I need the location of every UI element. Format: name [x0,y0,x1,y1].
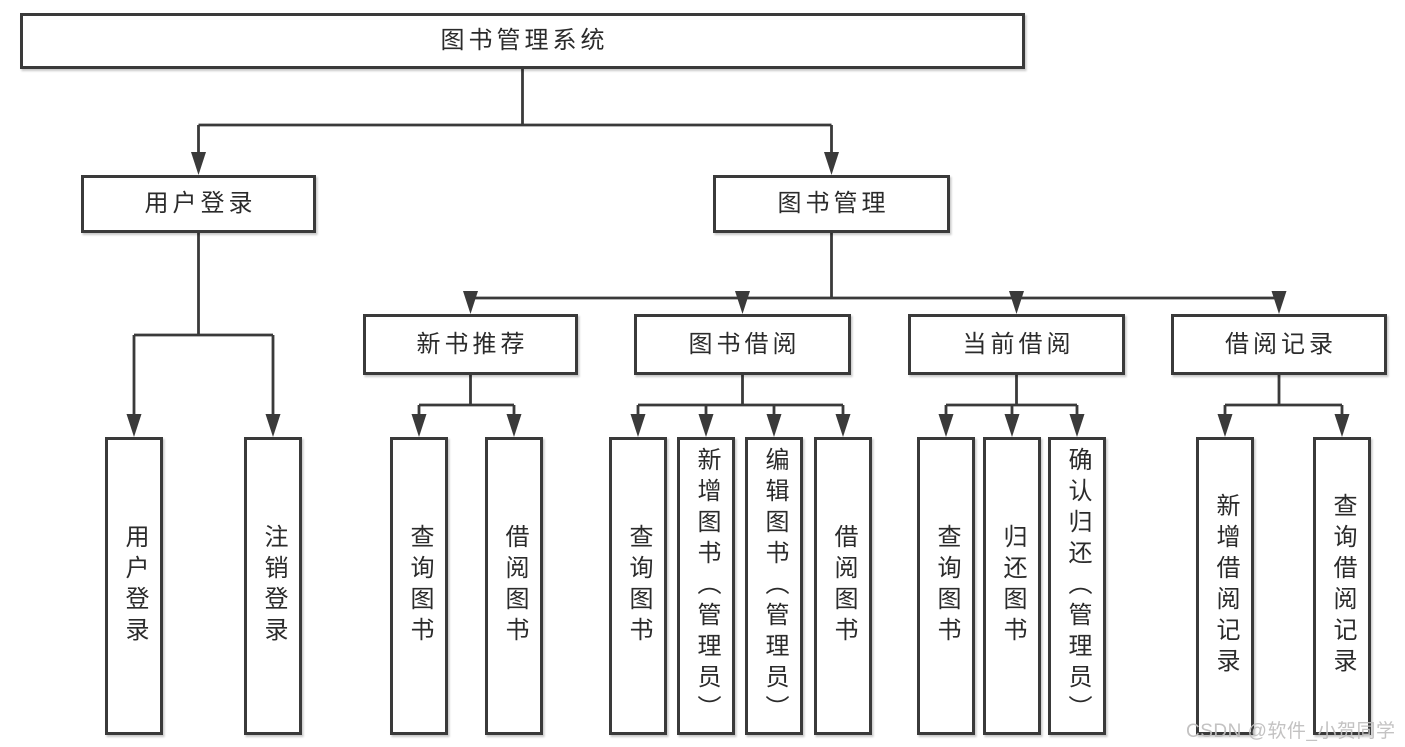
leaf-user-login-label: 用户登录 [121,524,148,648]
leaf-edit-books-admin-label: 编辑图书（管理员） [761,446,788,726]
node-book-borrowing: 图书借阅 [634,314,851,375]
node-root-system: 图书管理系统 [20,13,1025,69]
leaf-add-borrow-record: 新增借阅记录 [1196,437,1254,735]
node-user-login: 用户登录 [81,175,316,233]
leaf-borrow-books-recommend: 借阅图书 [485,437,543,735]
leaf-add-books-admin-label: 新增图书（管理员） [693,446,720,726]
watermark: CSDN @软件_小贺同学 [1186,721,1396,742]
leaf-borrow-books-recommend-label: 借阅图书 [501,524,528,648]
leaf-borrow-books-borrowing: 借阅图书 [814,437,872,735]
leaf-confirm-return-admin-label: 确认归还（管理员） [1064,446,1091,726]
node-book-management-label: 图书管理 [777,190,890,217]
leaf-query-books-borrowing: 查询图书 [609,437,667,735]
leaf-confirm-return-admin: 确认归还（管理员） [1048,437,1106,735]
leaf-logout-label: 注销登录 [260,524,287,648]
node-new-book-recommendation: 新书推荐 [363,314,578,375]
leaf-query-books-current-label: 查询图书 [933,524,960,648]
leaf-borrow-books-borrowing-label: 借阅图书 [830,524,857,648]
leaf-edit-books-admin: 编辑图书（管理员） [745,437,803,735]
leaf-query-books-current: 查询图书 [917,437,975,735]
node-current-borrowing: 当前借阅 [908,314,1125,375]
leaf-query-books-borrowing-label: 查询图书 [625,524,652,648]
node-borrowing-records: 借阅记录 [1171,314,1387,375]
node-new-book-recommendation-label: 新书推荐 [416,330,529,358]
leaf-query-books-recommend: 查询图书 [390,437,448,735]
leaf-user-login: 用户登录 [105,437,163,735]
leaf-query-borrow-record-label: 查询借阅记录 [1329,493,1356,679]
node-borrowing-records-label: 借阅记录 [1225,330,1337,358]
leaf-return-books: 归还图书 [983,437,1041,735]
leaf-logout: 注销登录 [244,437,302,735]
node-current-borrowing-label: 当前借阅 [962,330,1075,358]
leaf-add-borrow-record-label: 新增借阅记录 [1212,493,1239,679]
leaf-query-borrow-record: 查询借阅记录 [1313,437,1371,735]
node-book-management: 图书管理 [713,175,950,233]
node-book-borrowing-label: 图书借阅 [688,330,801,358]
node-root-system-label: 图书管理系统 [440,27,609,54]
leaf-query-books-recommend-label: 查询图书 [406,524,433,648]
leaf-add-books-admin: 新增图书（管理员） [677,437,735,735]
node-user-login-label: 用户登录 [144,190,257,217]
leaf-return-books-label: 归还图书 [999,524,1026,648]
